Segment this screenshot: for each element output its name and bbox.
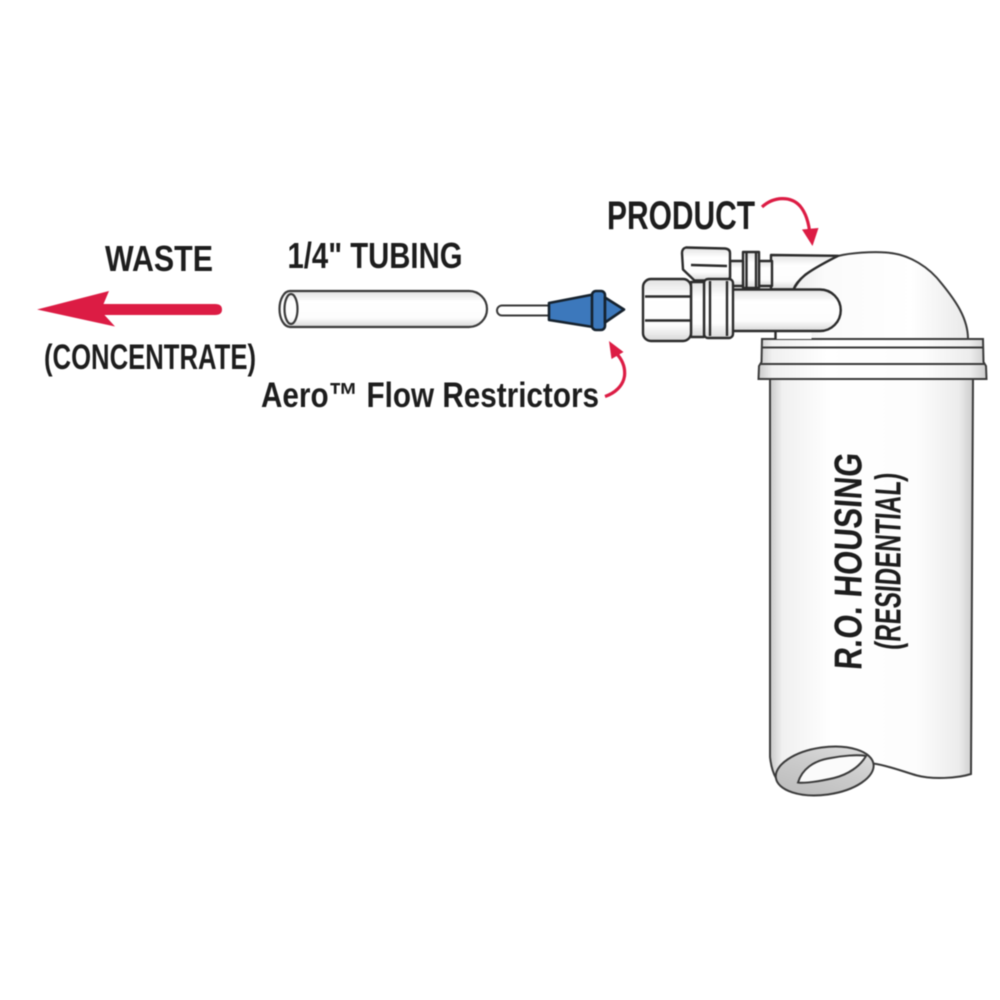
quarter-tubing bbox=[278, 289, 489, 329]
flow-restrictor bbox=[496, 289, 626, 332]
restrictor-tip bbox=[603, 296, 626, 324]
inlet-fitting-assembly bbox=[641, 246, 842, 343]
housing-open-end-hole bbox=[796, 754, 868, 784]
compression-nut bbox=[641, 277, 693, 343]
product-pointer-arrow bbox=[760, 197, 819, 246]
product-pipe-neck bbox=[757, 259, 774, 288]
housing-label-line1: R.O. HOUSING bbox=[828, 451, 871, 671]
tubing-opening bbox=[283, 292, 299, 326]
label-product: PRODUCT bbox=[607, 194, 755, 238]
product-pipe bbox=[769, 253, 840, 291]
restrictor-collar bbox=[590, 289, 607, 332]
label-concentrate: (CONCENTRATE) bbox=[44, 338, 256, 377]
restrictor-cone-body bbox=[547, 293, 595, 329]
label-tubing: 1/4" TUBING bbox=[288, 235, 463, 276]
housing-label-line2: (RESIDENTIAL) bbox=[868, 471, 909, 651]
housing-collar bbox=[757, 338, 988, 380]
restrictor-needle bbox=[496, 304, 557, 317]
housing-open-end bbox=[774, 745, 875, 797]
label-restrictors: Aero™ Flow Restrictors bbox=[261, 376, 599, 415]
product-fitting-facet bbox=[690, 263, 728, 268]
tubing-capsule bbox=[278, 289, 489, 329]
elbow-ring-inner bbox=[689, 280, 706, 339]
elbow-ring-outer bbox=[702, 277, 735, 340]
restrictor-pointer-arrow bbox=[604, 341, 627, 399]
elbow-tube bbox=[720, 288, 842, 333]
waste-arrow bbox=[37, 291, 222, 327]
product-fitting-body bbox=[680, 246, 732, 282]
label-waste: WASTE bbox=[105, 238, 213, 279]
